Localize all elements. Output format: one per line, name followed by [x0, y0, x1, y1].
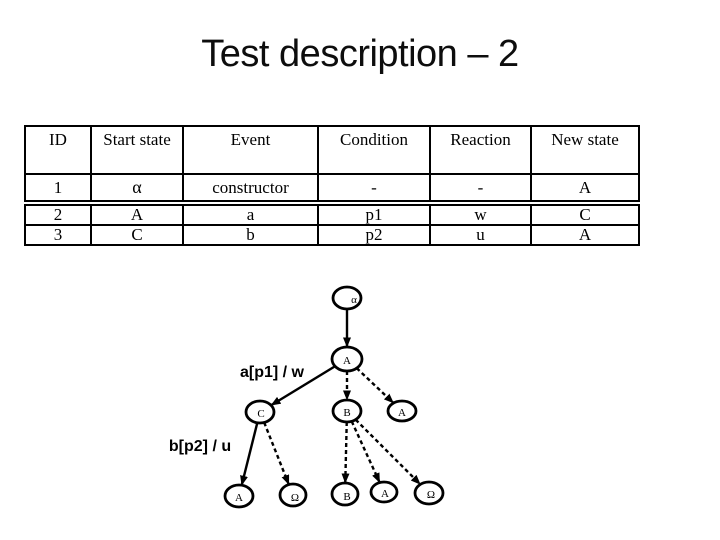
- state-node-O1: [278, 482, 308, 508]
- table-cell: A: [90, 204, 184, 226]
- state-node-label-A2: A: [398, 407, 406, 419]
- header-condition: Condition: [317, 125, 431, 175]
- table-lower: 2 A a p1 w C 3 C b p2 u A: [24, 204, 640, 246]
- test-description-table: ID Start state Event Condition Reaction …: [24, 125, 640, 246]
- table-cell: -: [429, 173, 532, 202]
- header-id: ID: [24, 125, 92, 175]
- table-row: 3 C b p2 u A: [24, 224, 640, 246]
- state-node-C1: [244, 399, 276, 425]
- header-new-state: New state: [530, 125, 640, 175]
- state-node-alpha: [331, 285, 363, 311]
- state-node-label-alpha: α: [351, 294, 357, 306]
- state-node-A2: [386, 399, 418, 423]
- state-node-label-A1: A: [343, 355, 351, 367]
- transition-edge-C1-A3: [240, 422, 259, 486]
- transition-label-1: b[p2] / u: [169, 438, 231, 455]
- state-node-label-B2: B: [343, 491, 350, 503]
- state-node-A4: [369, 480, 399, 504]
- state-node-B1: [331, 398, 363, 424]
- transition-edge-B1-O2: [354, 418, 422, 486]
- table-cell: b: [182, 224, 319, 246]
- table-cell: A: [530, 224, 640, 246]
- state-node-label-O2: Ω: [427, 489, 435, 501]
- table-cell: -: [317, 173, 431, 202]
- transition-label-0: a[p1] / w: [240, 364, 305, 381]
- labels-layer: a[p1] / w b[p2] / u: [169, 364, 305, 455]
- state-node-B2: [330, 481, 360, 507]
- state-node-label-B1: B: [343, 407, 350, 419]
- table-cell: C: [90, 224, 184, 246]
- table-cell: u: [429, 224, 532, 246]
- state-node-label-C1: C: [257, 408, 264, 420]
- state-node-A3: [223, 483, 255, 509]
- transition-edge-C1-O1: [263, 422, 290, 486]
- table-cell: 3: [24, 224, 92, 246]
- header-reaction: Reaction: [429, 125, 532, 175]
- header-event: Event: [182, 125, 319, 175]
- table-cell: p2: [317, 224, 431, 246]
- table-row: 2 A a p1 w C: [24, 204, 640, 226]
- table-upper: ID Start state Event Condition Reaction …: [24, 125, 640, 202]
- state-node-label-O1: Ω: [291, 492, 299, 504]
- slide-title: Test description – 2: [201, 33, 519, 75]
- table-cell: A: [530, 173, 640, 202]
- table-cell: p1: [317, 204, 431, 226]
- table-cell: a: [182, 204, 319, 226]
- table-cell: w: [429, 204, 532, 226]
- table-row: 1 α constructor - - A: [24, 173, 640, 202]
- table-header-row: ID Start state Event Condition Reaction …: [24, 125, 640, 175]
- state-node-O2: [413, 480, 445, 506]
- transition-edge-A1-C1: [270, 365, 336, 407]
- transition-edge-A1-A2: [355, 367, 395, 404]
- transition-edge-B1-A4: [350, 420, 381, 484]
- table-cell: 2: [24, 204, 92, 226]
- state-node-A1: [330, 345, 364, 373]
- table-cell: α: [90, 173, 184, 202]
- state-node-label-A4: A: [381, 488, 389, 500]
- table-cell: constructor: [182, 173, 319, 202]
- nodes-layer: αA C B A A Ω B A Ω: [223, 285, 445, 509]
- table-cell: 1: [24, 173, 92, 202]
- edges-layer: [240, 309, 422, 486]
- table-cell: C: [530, 204, 640, 226]
- state-node-label-A3: A: [235, 492, 243, 504]
- header-start-state: Start state: [90, 125, 184, 175]
- transition-edge-B1-B2: [341, 421, 350, 484]
